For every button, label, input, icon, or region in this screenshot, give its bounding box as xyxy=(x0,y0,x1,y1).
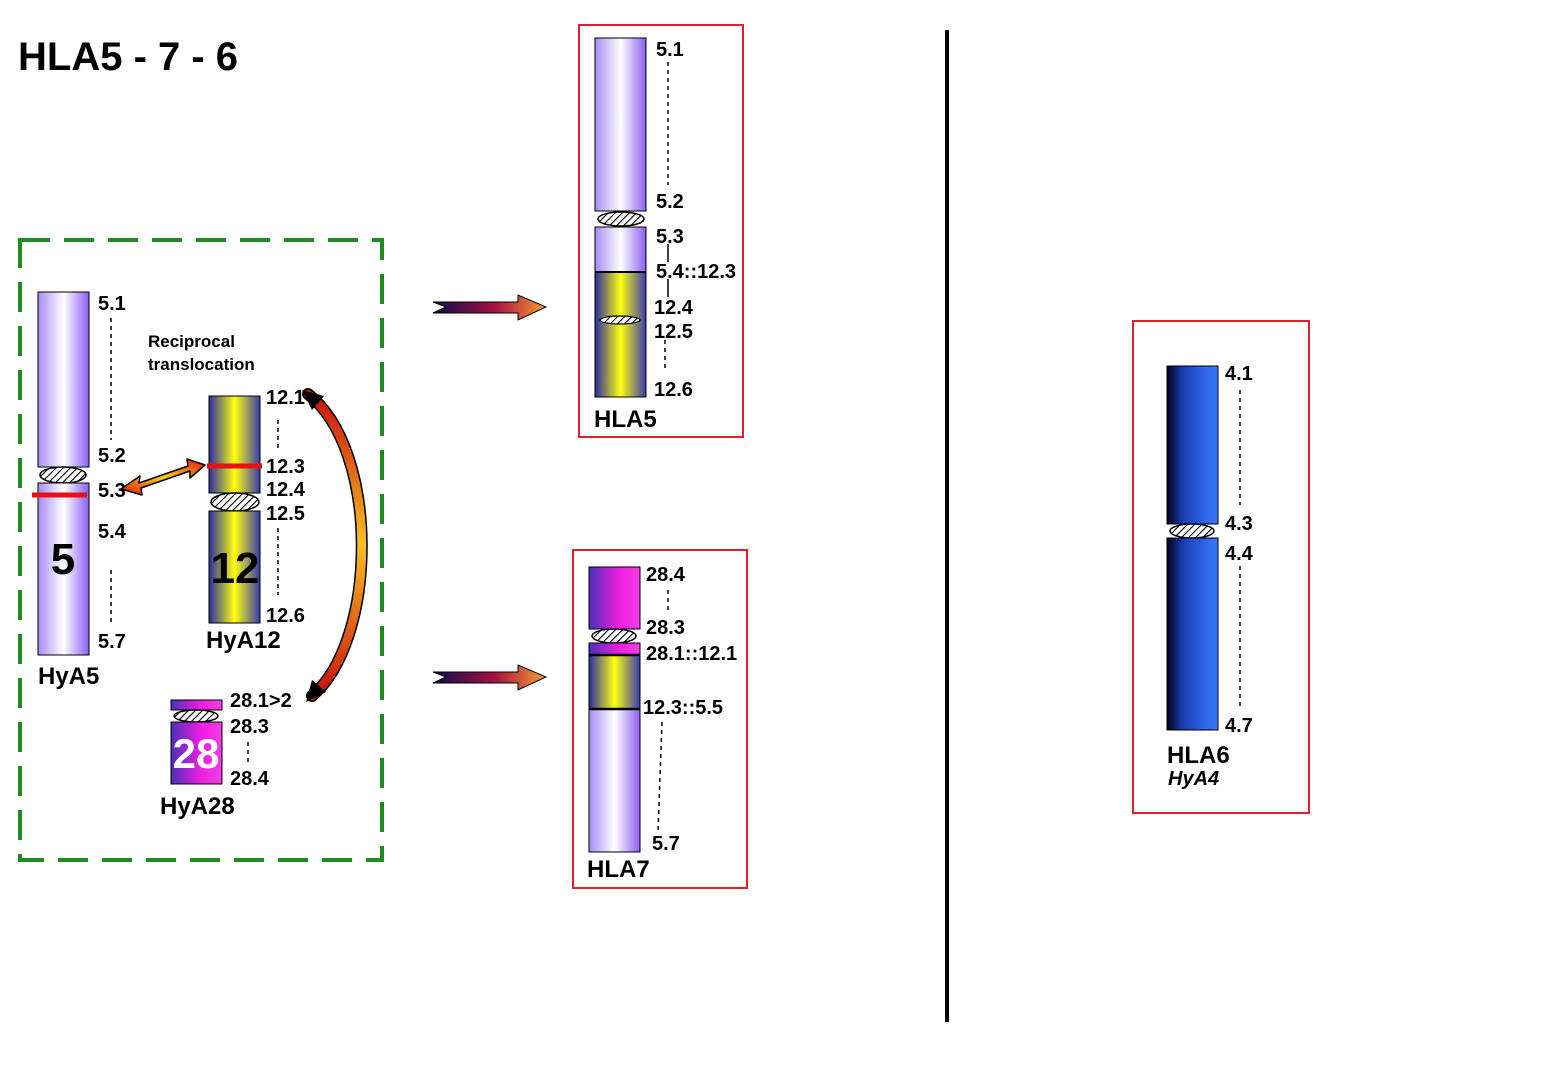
hya5-centromere xyxy=(39,466,87,484)
hla7-band-28-3: 28.3 xyxy=(646,617,685,639)
hla6-band-4-7: 4.7 xyxy=(1225,715,1253,737)
curved-arrow-shape xyxy=(302,388,368,702)
chromosome-hya12: 12 12.1 12.3 12.4 12.5 12.6 HyA12 xyxy=(206,387,306,654)
hla7-name: HLA7 xyxy=(587,856,650,883)
hla5-name: HLA5 xyxy=(594,406,657,433)
curved-arrow-fill xyxy=(303,389,367,701)
hya5-band-5-1: 5.1 xyxy=(98,293,126,315)
hla7-panel: 28.4 28.3 28.1::12.1 12.3::5.5 5.7 HLA7 xyxy=(572,549,748,889)
translocation-note-line2: translocation xyxy=(148,355,255,374)
hya5-arm-lower xyxy=(37,482,90,656)
hya5-band-5-3: 5.3 xyxy=(98,480,126,502)
hya12-band-12-4: 12.4 xyxy=(266,479,306,501)
hya12-band-12-3: 12.3 xyxy=(266,456,305,478)
hya12-band-12-6: 12.6 xyxy=(266,605,305,627)
hya5-arm-upper xyxy=(37,291,90,468)
hla6-panel: 4.1 4.3 4.4 4.7 HLA6 HyA4 xyxy=(1132,320,1310,814)
hla6-arm-upper xyxy=(1166,365,1219,525)
hla5-band-12-5: 12.5 xyxy=(654,321,693,343)
hya28-arm-upper xyxy=(170,699,223,711)
hla5-red-frame xyxy=(578,24,744,438)
curved-arrow-head-top xyxy=(302,390,324,410)
hla5-band-12-6: 12.6 xyxy=(654,379,693,401)
hla6-band-4-3: 4.3 xyxy=(1225,513,1253,535)
hya28-band-28-3: 28.3 xyxy=(230,716,269,738)
hya28-band-28-4: 28.4 xyxy=(230,768,270,790)
hya12-centromere xyxy=(210,492,260,512)
hya5-band-5-4: 5.4 xyxy=(98,521,127,543)
hya5-band-5-2: 5.2 xyxy=(98,445,126,467)
translocation-note-line1: Reciprocal xyxy=(148,332,235,351)
hla7-arm-lower-purple xyxy=(588,708,641,853)
hla5-arm-upper xyxy=(594,37,647,212)
arrow-to-hla5-shape xyxy=(432,294,548,321)
hla5-centromere xyxy=(597,211,645,227)
chromosome-hya5: 5 5.1 5.2 5.3 5.4 5.7 HyA5 xyxy=(32,291,127,690)
hya5-number: 5 xyxy=(51,535,75,584)
chromosome-hya28: 28 28.1>2 28.3 28.4 HyA28 xyxy=(160,690,292,820)
hya12-arm-lower xyxy=(208,510,261,624)
curved-arrow-12-28 xyxy=(302,388,368,702)
hya5-name: HyA5 xyxy=(38,663,99,690)
hya12-band-12-1: 12.1 xyxy=(266,387,305,409)
double-arrow-5-12 xyxy=(120,458,206,496)
hla5-band-5-3: 5.3 xyxy=(656,226,684,248)
green-dashed-frame xyxy=(18,238,384,862)
hla6-name: HLA6 xyxy=(1167,742,1230,769)
hya28-centromere xyxy=(173,709,219,723)
hya28-name: HyA28 xyxy=(160,793,235,820)
arrow-to-hla5 xyxy=(432,294,548,321)
curved-arrow-head-bottom xyxy=(306,680,326,702)
hla7-arm-lower-yellow xyxy=(588,654,641,710)
arrow-to-hla7 xyxy=(432,664,548,691)
hya12-number: 12 xyxy=(211,544,260,593)
hya28-number: 28 xyxy=(173,730,220,777)
hla5-band-5-1: 5.1 xyxy=(656,39,684,61)
hla6-band-4-4: 4.4 xyxy=(1225,543,1254,565)
hya5-band-5-7: 5.7 xyxy=(98,631,126,653)
hla5-arm-lower-yellow xyxy=(594,271,647,398)
hla6-subtitle: HyA4 xyxy=(1168,768,1219,790)
hla5-panel: 5.1 5.2 5.3 5.4::12.3 12.4 12.5 12.6 HLA… xyxy=(578,24,744,438)
double-arrow-shape xyxy=(120,458,206,496)
page-title: HLA5 - 7 - 6 xyxy=(18,35,238,79)
translocation-box: Reciprocal translocation 5 5.1 5.2 5.3 5… xyxy=(18,238,384,862)
hya12-band-12-5: 12.5 xyxy=(266,503,305,525)
hla6-band-4-1: 4.1 xyxy=(1225,363,1253,385)
hla7-band-28-1-12-1: 28.1::12.1 xyxy=(646,643,737,665)
hya28-band-28-1-2: 28.1>2 xyxy=(230,690,292,712)
hla7-band-28-4: 28.4 xyxy=(646,564,686,586)
hla7-arm-upper xyxy=(588,566,641,630)
hla7-band-dash-2 xyxy=(657,721,663,833)
hla7-centromere xyxy=(591,628,637,644)
hla7-band-12-3-5-5: 12.3::5.5 xyxy=(643,697,723,719)
hla6-centromere xyxy=(1169,523,1215,539)
hla6-red-frame xyxy=(1132,320,1310,814)
hya28-arm-lower xyxy=(170,721,223,785)
hla5-band-5-2: 5.2 xyxy=(656,191,684,213)
hla5-arm-lower-purple xyxy=(594,226,647,273)
hya12-name: HyA12 xyxy=(206,627,281,654)
hla5-inactive-centromere xyxy=(599,315,641,325)
hla6-arm-lower xyxy=(1166,537,1219,731)
hya12-arm-upper xyxy=(208,395,261,494)
hla5-band-5-4-12-3: 5.4::12.3 xyxy=(656,261,736,283)
hla7-red-frame xyxy=(572,549,748,889)
arrow-to-hla7-shape xyxy=(432,664,548,691)
hla7-band-5-7: 5.7 xyxy=(652,833,680,855)
hla7-arm-lower-magenta xyxy=(588,642,641,656)
hla5-band-12-4: 12.4 xyxy=(654,297,694,319)
